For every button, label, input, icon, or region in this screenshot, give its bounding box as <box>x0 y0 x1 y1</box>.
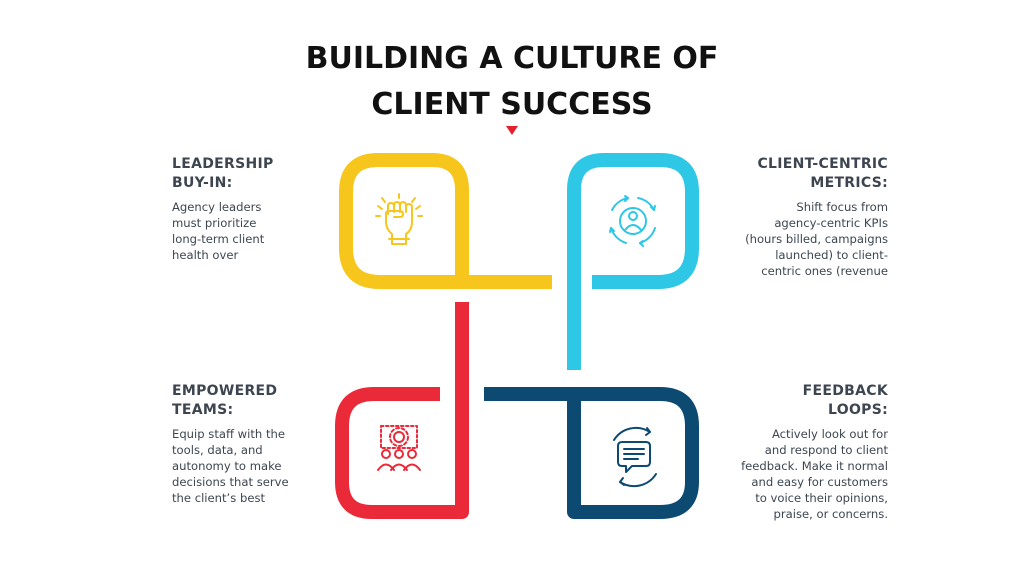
title-line-1: BUILDING A CULTURE OF <box>305 41 719 76</box>
loop-navy <box>484 387 699 519</box>
metrics-text: Shift focus from agency-centric KPIs (ho… <box>745 200 888 278</box>
feedback-text: Actively look out for and respond to cli… <box>741 427 888 521</box>
leadership-heading: LEADERSHIP BUY-IN: <box>172 156 274 191</box>
page-title: BUILDING A CULTURE OF CLIENT SUCCESS <box>0 36 1024 128</box>
teams-text: Equip staff with the tools, data, and au… <box>172 427 289 505</box>
metrics-heading: CLIENT-CENTRIC METRICS: <box>757 156 888 191</box>
metrics-block: CLIENT-CENTRIC METRICS: Shift focus from… <box>688 155 888 279</box>
title-line-2: CLIENT SUCCESS <box>371 87 653 122</box>
raised-fist-icon <box>375 193 423 245</box>
teams-block: EMPOWERED TEAMS: Equip staff with the to… <box>172 382 372 506</box>
loop-yellow <box>339 153 552 289</box>
team-gear-icon <box>377 425 421 471</box>
feedback-heading: FEEDBACK LOOPS: <box>802 383 888 418</box>
feedback-block: FEEDBACK LOOPS: Actively look out for an… <box>688 382 888 522</box>
teams-heading: EMPOWERED TEAMS: <box>172 383 278 418</box>
loop-red <box>335 302 469 519</box>
loop-cyan <box>567 153 699 370</box>
down-triangle-icon <box>506 126 518 135</box>
leadership-block: LEADERSHIP BUY-IN: Agency leaders must p… <box>172 155 372 263</box>
client-cycle-icon <box>609 195 656 247</box>
chat-feedback-icon <box>613 426 657 488</box>
leadership-text: Agency leaders must prioritize long-term… <box>172 200 265 262</box>
